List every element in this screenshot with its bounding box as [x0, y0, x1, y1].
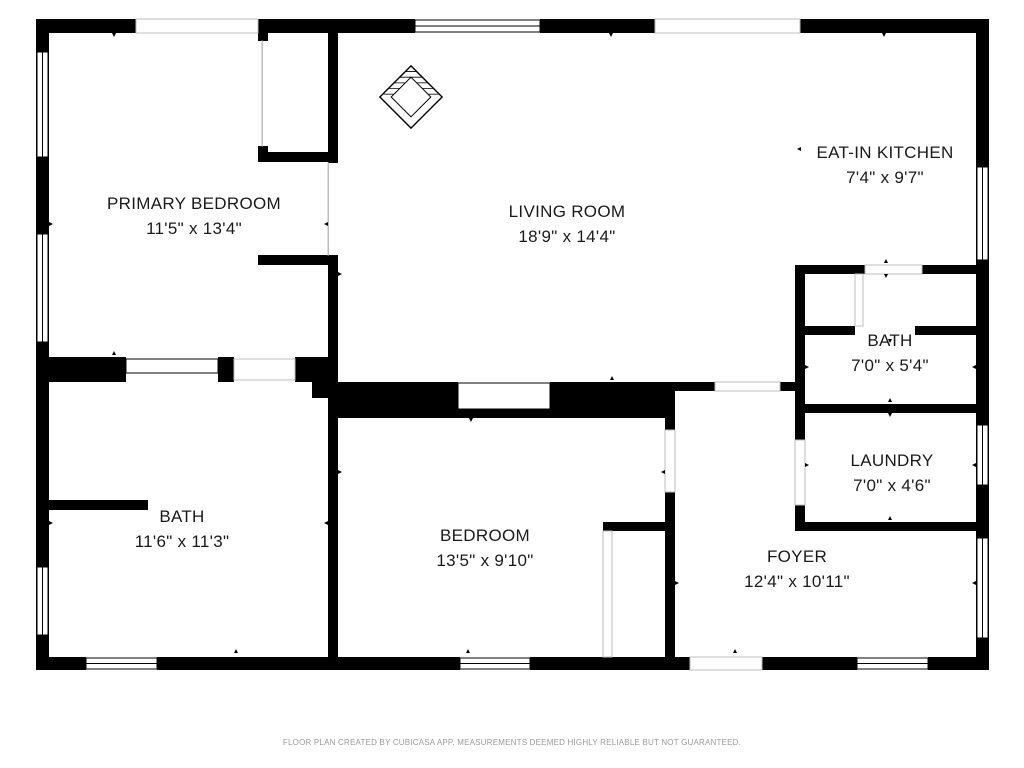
room-dimensions: 13'5" x 9'10"	[436, 551, 533, 570]
door-openings	[135, 18, 923, 671]
room-name: BATH	[159, 507, 204, 526]
interior-walls	[36, 19, 989, 670]
room-dimensions: 7'0" x 5'4"	[851, 356, 929, 375]
room-label-foyer: FOYER 12'4" x 10'11"	[744, 547, 850, 591]
room-label-bedroom: BEDROOM 13'5" x 9'10"	[436, 526, 533, 570]
room-name: PRIMARY BEDROOM	[107, 194, 281, 213]
room-label-living-room: LIVING ROOM 18'9" x 14'4"	[509, 202, 626, 246]
footer-disclaimer: FLOOR PLAN CREATED BY CUBICASA APP. MEAS…	[283, 738, 741, 747]
dimension-ticks	[49, 33, 976, 653]
room-dimensions: 18'9" x 14'4"	[518, 227, 615, 246]
room-label-bath-large: BATH 11'6" x 11'3"	[135, 507, 230, 551]
room-dimensions: 12'4" x 10'11"	[744, 572, 850, 591]
room-dimensions: 7'0" x 4'6"	[853, 476, 931, 495]
room-label-laundry: LAUNDRY 7'0" x 4'6"	[850, 451, 933, 495]
room-dimensions: 11'5" x 13'4"	[146, 219, 242, 238]
room-name: BEDROOM	[440, 526, 530, 545]
room-name: BATH	[867, 331, 912, 350]
room-name: FOYER	[767, 547, 827, 566]
room-dimensions: 11'6" x 11'3"	[135, 532, 230, 551]
room-label-bath-small: BATH 7'0" x 5'4"	[851, 331, 929, 375]
room-name: EAT-IN KITCHEN	[816, 143, 953, 162]
exterior-walls	[36, 19, 989, 670]
fireplace-icon	[378, 64, 444, 130]
room-label-eat-in-kitchen: EAT-IN KITCHEN 7'4" x 9'7"	[816, 143, 953, 187]
windows	[36, 19, 989, 670]
room-name: LAUNDRY	[850, 451, 933, 470]
room-name: LIVING ROOM	[509, 202, 626, 221]
room-dimensions: 7'4" x 9'7"	[846, 168, 924, 187]
room-label-primary-bedroom: PRIMARY BEDROOM 11'5" x 13'4"	[107, 194, 281, 238]
